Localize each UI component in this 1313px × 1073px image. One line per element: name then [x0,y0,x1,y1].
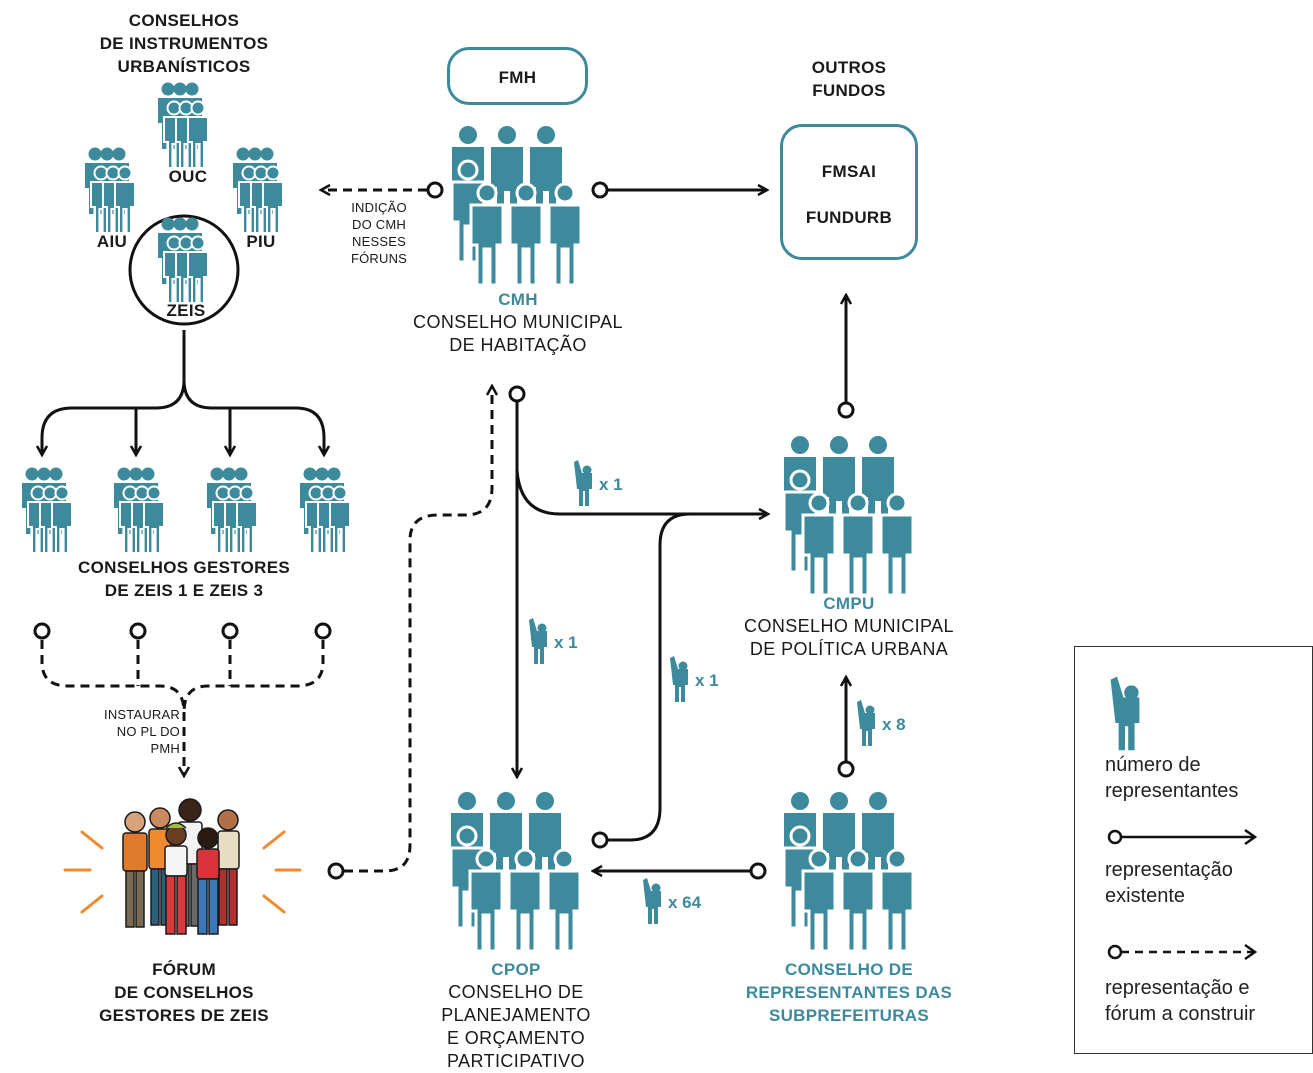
representative-icon [857,700,875,746]
cmh-council-icon [452,126,581,285]
representative-icon [670,656,688,702]
outros-fundos-box [780,124,918,260]
zeis-council-icon [158,218,208,304]
zeis-gestor-council-icon [300,468,350,554]
zeis-label: ZEIS [166,301,206,320]
line-origin-markers [33,181,855,880]
legend-graphics [1107,676,1258,961]
aiu-council-icon [85,148,135,234]
cmh-acronym: CMH [498,290,538,309]
ouc-label: OUC [168,167,208,186]
ouc-council-icon [158,83,208,169]
connector-lines [42,190,846,871]
zeis-gestor-council-icon [114,468,164,554]
cpop-council-icon [451,792,580,951]
cmpu-acronym: CMPU [823,594,875,613]
legend-solid-arrow [1107,828,1258,846]
fmsai-label: FMSAI [821,162,877,181]
subpref-council-icon [784,792,913,951]
piu-council-icon [233,148,283,234]
representative-icon [574,460,592,506]
dashed-lines [40,190,492,873]
multiplier-sub-cpop: x 64 [668,893,702,912]
multiplier-cmh-cmpu: x 1 [599,475,623,494]
fundurb-label: FUNDURB [805,208,893,227]
forum-crowd-illustration [63,798,302,935]
cpop-acronym: CPOP [491,960,541,979]
multiplier-cmh-cpop: x 1 [554,633,578,652]
representative-icon [643,878,661,924]
zeis-gestor-council-icon [22,468,72,554]
aiu-label: AIU [96,232,128,251]
legend-representative-icon [1110,676,1140,751]
zeis-gestor-council-icon [207,468,257,554]
zeis-circle [128,214,240,326]
representative-icon [529,618,547,664]
cmpu-council-icon [784,436,913,595]
multiplier-cpop-cmpu: x 1 [695,671,719,690]
piu-label: PIU [246,232,276,251]
fmh-label: FMH [498,68,537,87]
multiplier-sub-cmpu: x 8 [882,715,906,734]
legend-dashed-arrow [1107,943,1258,961]
fmh-box [447,47,588,105]
